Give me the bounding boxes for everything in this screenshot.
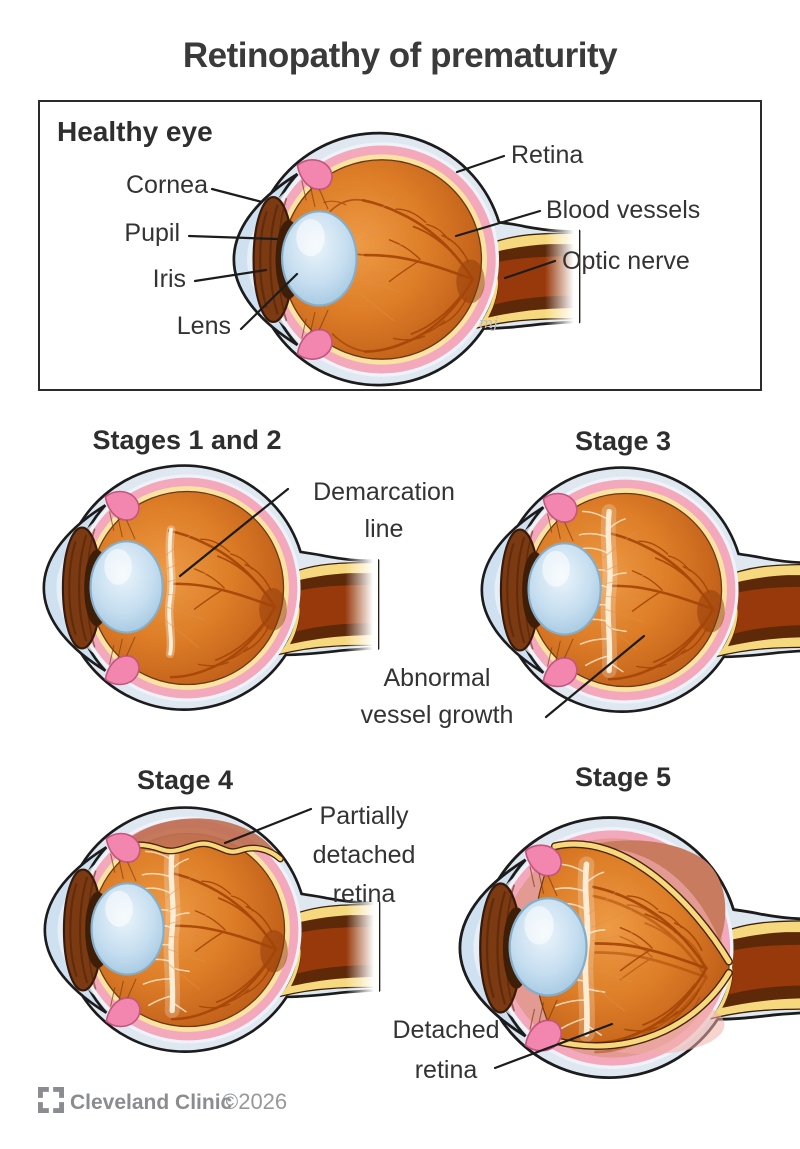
heading-stages-1-2: Stages 1 and 2 bbox=[92, 425, 282, 455]
stage-5-eye-illustration bbox=[458, 816, 800, 1080]
stages-1-2-eye-illustration bbox=[42, 464, 380, 711]
cleveland-clinic-logo-icon bbox=[38, 1087, 64, 1113]
heading-stage-5: Stage 5 bbox=[574, 762, 672, 792]
annotation-demarcation-line: Demarcation line bbox=[313, 478, 455, 543]
page-title: Retinopathy of prematurity bbox=[182, 36, 618, 75]
annotation-partially-detached-retina: Partially detached retina bbox=[312, 802, 416, 908]
label-cornea: Cornea bbox=[126, 171, 208, 199]
label-pupil: Pupil bbox=[124, 219, 180, 247]
label-retina: Retina bbox=[511, 141, 584, 169]
healthy-eye-heading: Healthy eye bbox=[57, 116, 213, 147]
heading-stage-3: Stage 3 bbox=[574, 426, 672, 456]
annotation-abnormal-vessel-growth: Abnormal vessel growth bbox=[360, 664, 514, 729]
label-optic-nerve: Optic nerve bbox=[562, 247, 690, 275]
label-blood-vessels: Blood vessels bbox=[546, 196, 701, 224]
footer-copyright: ©2026 bbox=[222, 1089, 288, 1114]
label-iris: Iris bbox=[152, 265, 186, 293]
heading-stage-4: Stage 4 bbox=[136, 765, 234, 795]
label-lens: Lens bbox=[176, 312, 231, 340]
annotation-detached-retina: Detached retina bbox=[392, 1016, 500, 1084]
artist-signature: mj bbox=[479, 314, 498, 332]
footer-brand: Cleveland Clinic bbox=[70, 1091, 233, 1114]
